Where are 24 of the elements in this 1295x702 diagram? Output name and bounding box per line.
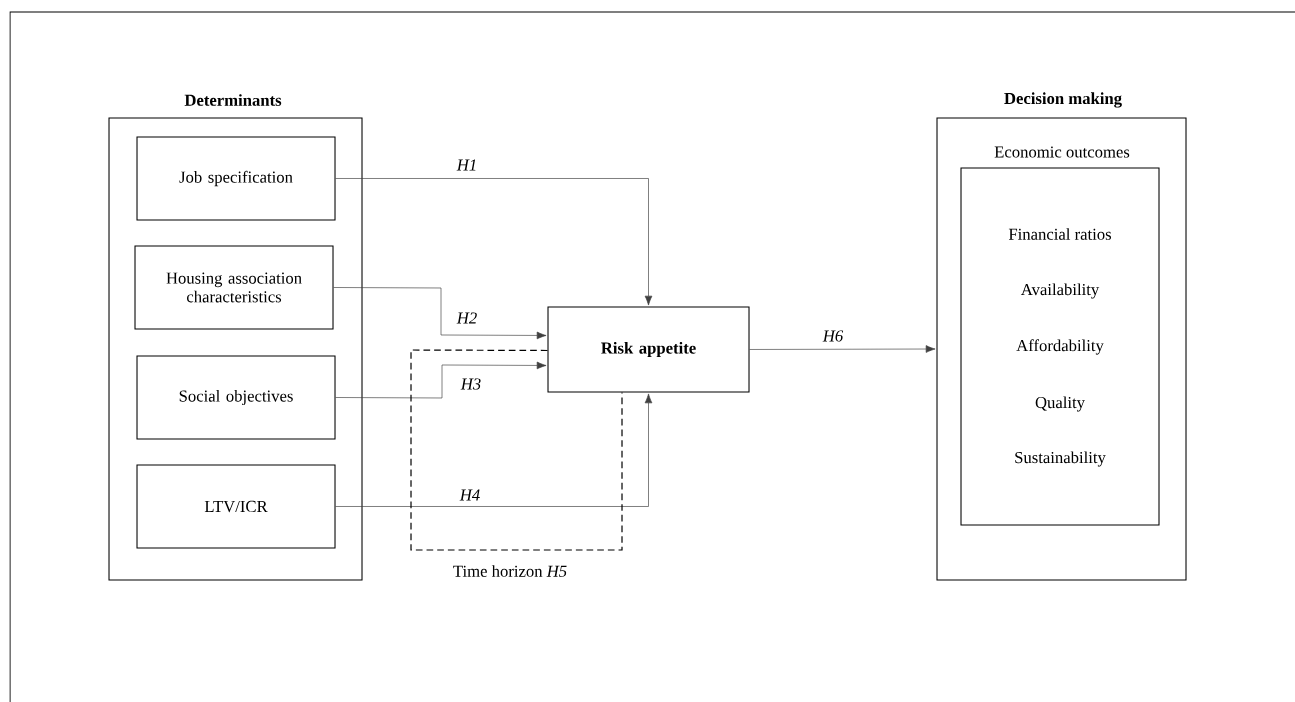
arrow: [335, 393, 653, 507]
box-heading: Economic outcomes: [994, 146, 1130, 158]
list-item: Affordability: [1016, 339, 1104, 355]
list-item: Quality: [1035, 396, 1085, 412]
process-box: LTV/ICR: [136, 464, 336, 549]
edge-label: H1: [455, 158, 479, 172]
process-box: Risk appetite: [547, 306, 750, 393]
edge-label: H4: [458, 488, 482, 502]
heading: Decision making: [1004, 92, 1122, 108]
process-box: Job specification: [136, 136, 336, 221]
arrow: [335, 361, 547, 399]
list-item: Availability: [1021, 283, 1100, 299]
arrow: [333, 287, 547, 340]
dashed-connector: [410, 349, 623, 551]
edge-label: H6: [821, 329, 845, 343]
list-item: Financial ratios: [1008, 228, 1112, 240]
process-box: Housing association characteristics: [134, 245, 334, 330]
edge-label: H3: [459, 377, 483, 391]
heading: Determinants: [184, 94, 282, 106]
arrow: [335, 178, 653, 306]
process-box: Social objectives: [136, 355, 336, 440]
list-item: Sustainability: [1015, 451, 1106, 467]
arrow: [749, 345, 936, 353]
edge-label: H2: [455, 311, 479, 325]
